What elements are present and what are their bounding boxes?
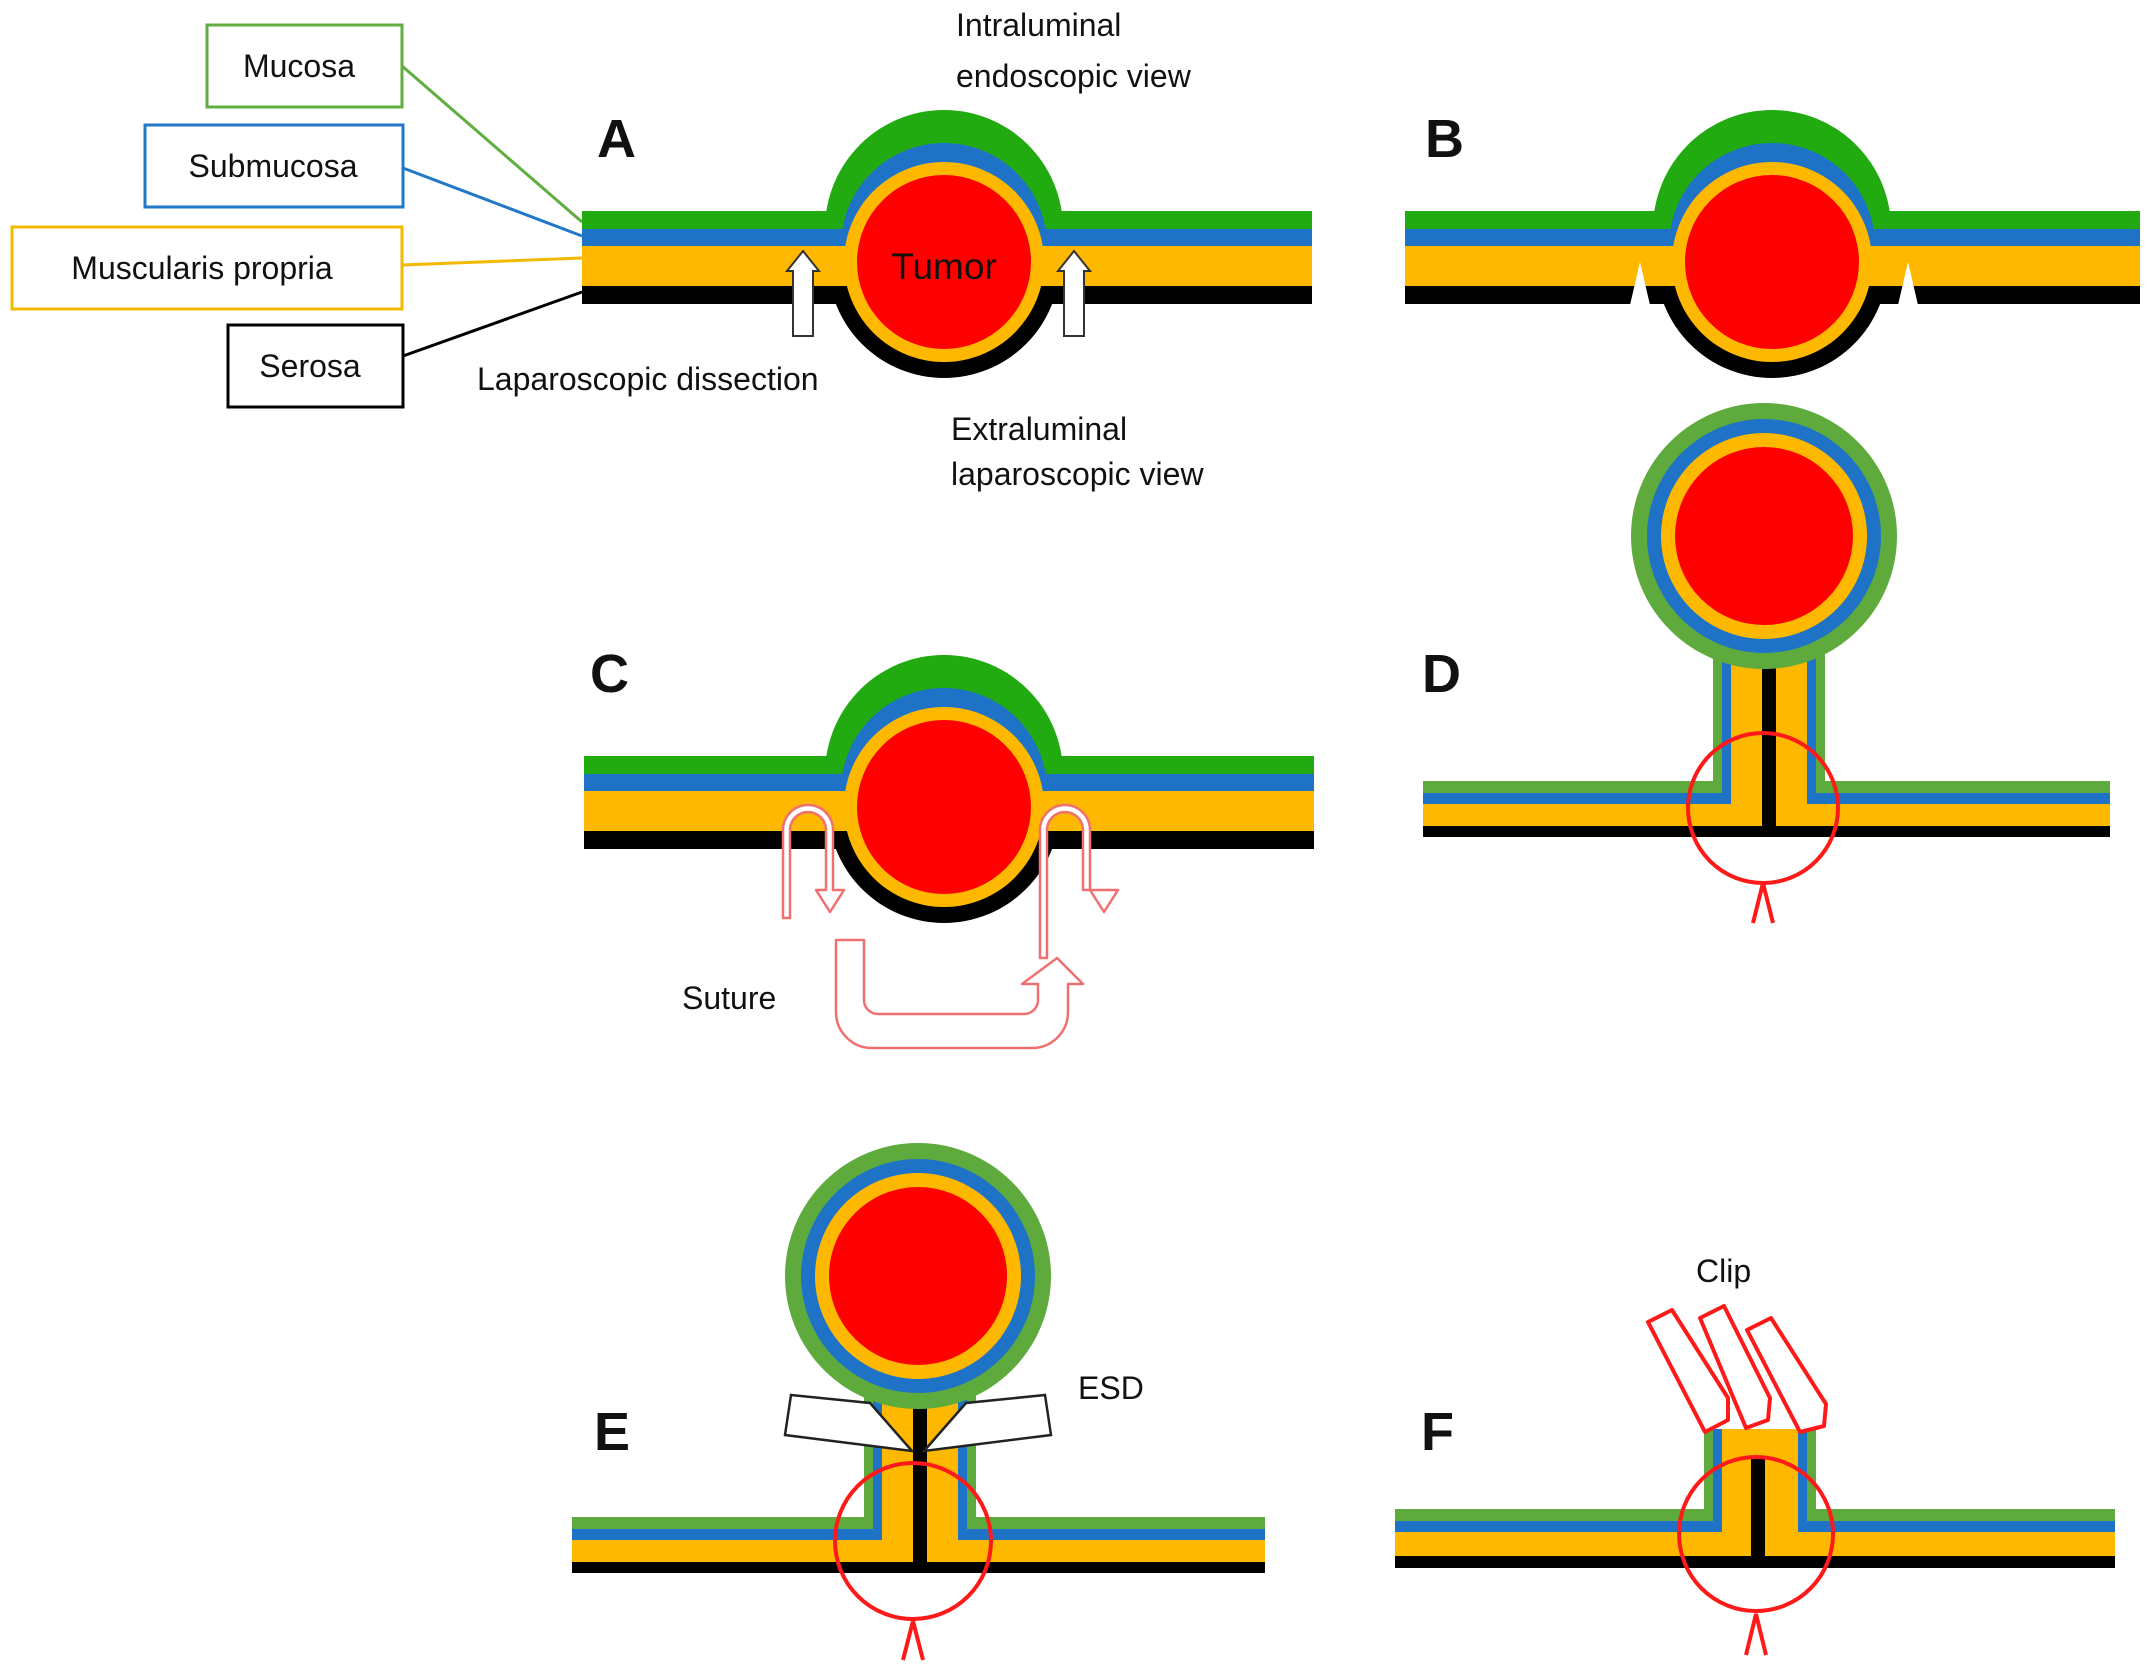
panel-f-label: F	[1421, 1402, 1454, 1462]
esd-label: ESD	[1078, 1370, 1144, 1406]
legend-serosa-box	[226, 323, 405, 409]
panel-e-snare-loop	[833, 1461, 993, 1621]
suture-loop-right	[1038, 803, 1120, 960]
legend-serosa-leader	[402, 290, 583, 358]
panel-d-label: D	[1422, 644, 1461, 704]
panel-a-tumor	[857, 175, 1031, 349]
legend-mucosa-label: Mucosa	[243, 48, 355, 84]
extraluminal-label-line1: Extraluminal	[951, 411, 1127, 447]
panel-f-snare-loop	[1677, 1455, 1835, 1613]
panel-a-label: A	[597, 109, 636, 169]
legend-serosa-label: Serosa	[259, 348, 361, 384]
suture-arrows	[781, 803, 1120, 1050]
panel-c-label: C	[590, 644, 629, 704]
panel-b-label: B	[1425, 109, 1464, 169]
intraluminal-label-line1: Intraluminal	[956, 7, 1121, 43]
panel-a: A Intraluminal endoscopic view Tumor Lap…	[477, 7, 1312, 492]
panel-a-dissection-arrow-left	[784, 249, 822, 337]
legend-submucosa-leader	[402, 166, 583, 238]
legend-submucosa-label: Submucosa	[189, 148, 358, 184]
legend-muscularis-label: Muscularis propria	[71, 250, 333, 286]
panel-e-tumor	[829, 1187, 1007, 1365]
panel-d-tumor	[1675, 447, 1853, 625]
panel-b-incision-right	[1898, 262, 1918, 305]
panel-e-label: E	[594, 1402, 630, 1462]
panel-f: F Clip	[1395, 1253, 2115, 1656]
extraluminal-label-line2: laparoscopic view	[951, 456, 1204, 492]
panel-e-stalk-serosa	[913, 1370, 927, 1573]
clip-label: Clip	[1696, 1253, 1751, 1289]
panel-c-tumor	[857, 720, 1031, 894]
panel-e: E ESD	[572, 1143, 1265, 1661]
panel-b: B	[1405, 109, 2140, 378]
clip-2	[1698, 1304, 1772, 1430]
panel-b-tumor	[1685, 175, 1859, 349]
suture-loop-left	[781, 803, 846, 920]
suture-label: Suture	[682, 980, 776, 1016]
legend-mucosa-box	[205, 23, 404, 109]
panel-e-snare-handle	[901, 1620, 925, 1661]
legend-submucosa-box	[143, 123, 405, 209]
legend-muscularis-leader	[401, 256, 583, 267]
panel-f-stub-serosa	[1751, 1456, 1765, 1568]
suture-bottom-arrow	[834, 938, 1085, 1050]
panel-d-stalk-serosa	[1762, 640, 1776, 837]
esd-knife-right	[920, 1393, 1053, 1453]
panel-b-incision-left	[1630, 262, 1650, 305]
panel-d-snare-handle	[1751, 882, 1775, 924]
panel-d: D	[1422, 403, 2110, 924]
clip-1	[1646, 1308, 1730, 1434]
panel-c: C Suture	[584, 644, 1314, 1050]
lap-dissection-label: Laparoscopic dissection	[477, 361, 819, 397]
clips	[1646, 1304, 1828, 1434]
panel-a-tumor-label: Tumor	[891, 246, 997, 287]
panel-f-snare-handle	[1744, 1613, 1768, 1656]
legend-mucosa-leader	[401, 64, 583, 224]
esd-knife-left	[783, 1393, 916, 1453]
panel-a-dissection-arrow-right	[1055, 249, 1093, 337]
legend-muscularis-box	[10, 225, 404, 311]
clip-3	[1745, 1316, 1828, 1434]
legend: Mucosa Submucosa Muscularis propria Sero…	[10, 23, 583, 409]
intraluminal-label-line2: endoscopic view	[956, 58, 1192, 94]
